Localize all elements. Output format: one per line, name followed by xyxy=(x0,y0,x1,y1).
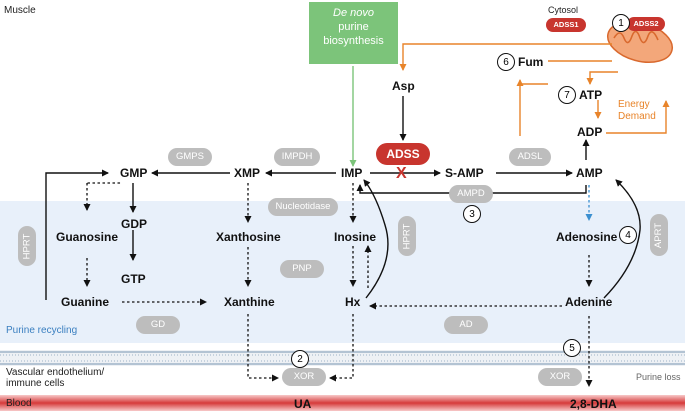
step-7-circle: 7 xyxy=(558,86,576,104)
metabolite-imp: IMP xyxy=(341,166,363,180)
demand-label: Demand xyxy=(618,111,656,122)
enzyme-ampd: AMPD xyxy=(449,185,493,203)
step-1-circle: 1 xyxy=(612,14,630,32)
metabolite-adenine: Adenine xyxy=(565,295,613,309)
step-2-circle: 2 xyxy=(291,350,309,368)
metabolite-guanine: Guanine xyxy=(61,295,110,309)
enzyme-aprt: APRT xyxy=(650,214,668,256)
enzyme-xor-ua: XOR xyxy=(282,368,326,386)
enzyme-hprt-left: HPRT xyxy=(18,226,36,266)
de-novo-line1: De novo xyxy=(333,7,374,19)
vascular-label: Vascular endothelium/ xyxy=(6,367,105,378)
metabolite-atp: ATP xyxy=(579,88,603,102)
step-3-circle: 3 xyxy=(463,205,481,223)
metabolite-adenosine: Adenosine xyxy=(556,230,618,244)
blood-band xyxy=(0,395,685,411)
enzyme-nucleotidase: Nucleotidase xyxy=(268,198,338,216)
enzyme-ad: AD xyxy=(444,316,488,334)
enzyme-gd: GD xyxy=(136,316,180,334)
metabolite-dha: 2,8-DHA xyxy=(570,397,617,411)
enzyme-gmps: GMPS xyxy=(168,148,212,166)
de-novo-line3: biosynthesis xyxy=(323,35,384,47)
metabolite-s-amp: S-AMP xyxy=(445,166,484,180)
adss-pill: ADSS xyxy=(376,143,430,165)
step-5-circle: 5 xyxy=(563,339,581,357)
de-novo-line2: purine xyxy=(338,21,369,33)
blood-label: Blood xyxy=(6,398,32,409)
vascular-label-2: immune cells xyxy=(6,378,65,389)
enzyme-xor-dha: XOR xyxy=(538,368,582,386)
enzyme-adsl: ADSL xyxy=(509,148,551,166)
adss2-pill: ADSS2 xyxy=(627,17,665,31)
de-novo-box: De novo purine biosynthesis xyxy=(309,2,398,64)
enzyme-impdh: IMPDH xyxy=(274,148,320,166)
metabolite-amp: AMP xyxy=(576,166,603,180)
step-6-circle: 6 xyxy=(497,53,515,71)
purine-recycling-label: Purine recycling xyxy=(6,325,78,336)
metabolite-asp: Asp xyxy=(392,79,415,93)
metabolite-gdp: GDP xyxy=(121,217,148,231)
adss-block-mark: X xyxy=(396,165,407,182)
metabolite-fum: Fum xyxy=(518,55,544,69)
step-4-circle: 4 xyxy=(619,226,637,244)
enzyme-hprt-mid: HPRT xyxy=(398,216,416,256)
energy-label: Energy xyxy=(618,99,650,110)
metabolite-xmp: XMP xyxy=(234,166,261,180)
purine-recycling-zone xyxy=(0,201,685,343)
purine-loss-label: Purine loss xyxy=(636,372,681,382)
muscle-label: Muscle xyxy=(4,5,36,16)
cell-membrane xyxy=(0,350,685,366)
metabolite-xanthosine: Xanthosine xyxy=(216,230,281,244)
cytosol-label: Cytosol xyxy=(548,5,579,15)
metabolite-gtp: GTP xyxy=(121,272,146,286)
enzyme-pnp: PNP xyxy=(280,260,324,278)
metabolite-gmp: GMP xyxy=(120,166,148,180)
metabolite-adp: ADP xyxy=(577,125,603,139)
metabolite-xanthine: Xanthine xyxy=(224,295,275,309)
metabolite-inosine: Inosine xyxy=(334,230,377,244)
metabolite-ua: UA xyxy=(294,397,312,411)
metabolite-guanosine: Guanosine xyxy=(56,230,119,244)
metabolite-hx: Hx xyxy=(345,295,361,309)
adss1-pill: ADSS1 xyxy=(546,18,586,32)
